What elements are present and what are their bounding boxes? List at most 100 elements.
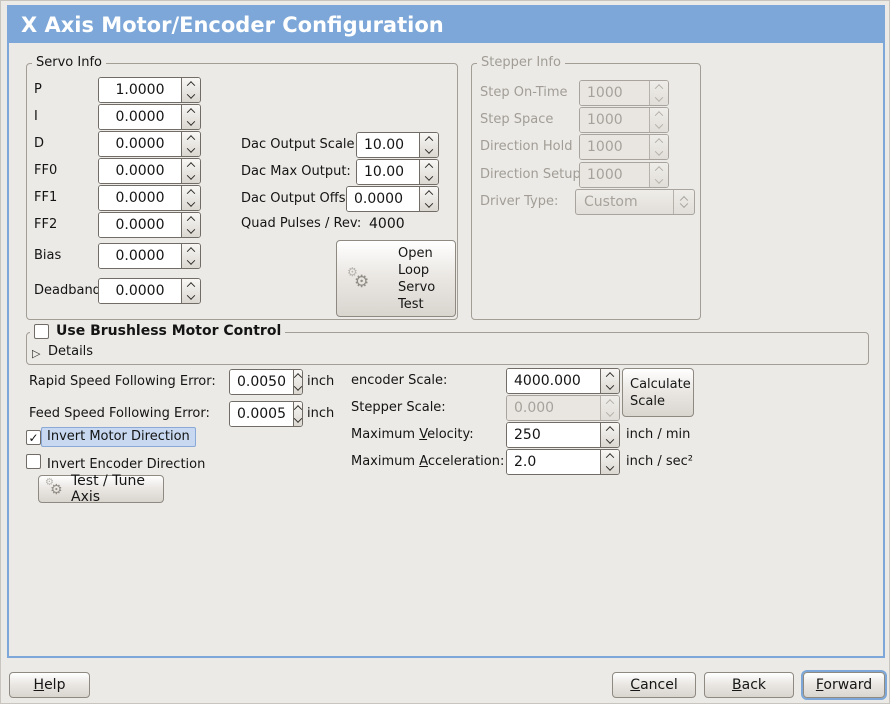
help-button[interactable]: Help	[9, 672, 90, 698]
d-spinbox[interactable]: 0.0000	[98, 131, 201, 157]
ff2-label: FF2	[34, 217, 58, 232]
bias-label: Bias	[34, 248, 62, 263]
spin-down-button[interactable]	[601, 381, 619, 393]
spin-down-button[interactable]	[294, 382, 302, 394]
spin-up-button[interactable]	[294, 402, 302, 414]
deadband-spinbox[interactable]: 0.0000	[98, 278, 201, 304]
i-value[interactable]: 0.0000	[99, 105, 181, 129]
spin-up-button[interactable]	[601, 369, 619, 381]
invert-motor-checkbox[interactable]: ✓	[26, 430, 41, 445]
spin-up-button[interactable]	[601, 450, 619, 462]
stepper-scale-spinbox: 0.000	[506, 395, 620, 421]
spin-down-button[interactable]	[601, 462, 619, 474]
ff0-value[interactable]: 0.0000	[99, 159, 181, 183]
dac-max-output-spinbox[interactable]: 10.00	[356, 159, 439, 185]
label-part: Maximum	[351, 427, 420, 442]
spin-buttons	[419, 187, 438, 211]
ff0-spinbox[interactable]: 0.0000	[98, 158, 201, 184]
maximum-acceleration-value[interactable]: 2.0	[507, 450, 600, 474]
spin-up-button[interactable]	[420, 133, 438, 145]
maximum-velocity-value[interactable]: 250	[507, 423, 600, 447]
step-space-spinbox: 1000	[579, 107, 669, 133]
rapid-speed-error-value[interactable]: 0.0050	[230, 370, 293, 394]
spin-up-button[interactable]	[294, 370, 302, 382]
spin-down-button[interactable]	[294, 414, 302, 426]
combo-arrows-icon	[673, 190, 694, 214]
step-on-time-spinbox: 1000	[579, 80, 669, 106]
spin-up-button[interactable]	[420, 160, 438, 172]
spin-down-button[interactable]	[420, 172, 438, 184]
spin-down-button	[650, 147, 668, 159]
spin-up-button[interactable]	[182, 105, 200, 117]
spin-down-button[interactable]	[182, 198, 200, 210]
open-loop-servo-test-button[interactable]: ⚙ ⚙ Open Loop Servo Test	[336, 240, 456, 317]
dac-output-offset-spinbox[interactable]: 0.0000	[346, 186, 439, 212]
spin-up-button[interactable]	[601, 423, 619, 435]
feed-speed-error-spinbox[interactable]: 0.0005	[229, 401, 303, 427]
spin-buttons	[419, 133, 438, 157]
spin-up-button[interactable]	[182, 132, 200, 144]
spin-down-button[interactable]	[420, 199, 438, 211]
dac-max-output-value[interactable]: 10.00	[357, 160, 419, 184]
p-spinbox[interactable]: 1.0000	[98, 77, 201, 103]
cancel-button[interactable]: Cancel	[612, 672, 696, 698]
spin-down-button[interactable]	[601, 435, 619, 447]
open-loop-button-label: Open Loop Servo Test	[398, 245, 435, 313]
spin-up-button	[650, 108, 668, 120]
encoder-scale-value[interactable]: 4000.000	[507, 369, 600, 393]
feed-speed-error-value[interactable]: 0.0005	[230, 402, 293, 426]
ff2-spinbox[interactable]: 0.0000	[98, 212, 201, 238]
feed-speed-error-label: Feed Speed Following Error:	[29, 406, 210, 421]
gear-small-icon: ⚙	[347, 265, 358, 279]
bias-spinbox[interactable]: 0.0000	[98, 243, 201, 269]
ff1-value[interactable]: 0.0000	[99, 186, 181, 210]
spin-up-button[interactable]	[182, 78, 200, 90]
spin-up-button[interactable]	[182, 159, 200, 171]
invert-motor-label[interactable]: Invert Motor Direction	[41, 427, 196, 447]
ff1-spinbox[interactable]: 0.0000	[98, 185, 201, 211]
spin-up-button[interactable]	[182, 213, 200, 225]
driver-type-value: Custom	[584, 194, 638, 210]
invert-encoder-checkbox[interactable]	[26, 454, 41, 469]
spin-down-button[interactable]	[182, 291, 200, 303]
spin-down-button[interactable]	[182, 225, 200, 237]
forward-button[interactable]: Forward	[803, 672, 885, 698]
rapid-speed-error-unit: inch	[307, 374, 335, 389]
i-spinbox[interactable]: 0.0000	[98, 104, 201, 130]
rapid-speed-error-spinbox[interactable]: 0.0050	[229, 369, 303, 395]
invert-encoder-label[interactable]: Invert Encoder Direction	[47, 457, 206, 472]
spin-buttons	[293, 402, 302, 426]
d-label: D	[34, 136, 45, 151]
spin-down-button[interactable]	[420, 145, 438, 157]
spin-up-button[interactable]	[182, 244, 200, 256]
details-expander-triangle-icon[interactable]: ▷	[32, 347, 41, 360]
p-value[interactable]: 1.0000	[99, 78, 181, 102]
spin-up-button[interactable]	[182, 186, 200, 198]
ff2-value[interactable]: 0.0000	[99, 213, 181, 237]
spin-down-button[interactable]	[182, 256, 200, 268]
spin-up-button[interactable]	[182, 279, 200, 291]
test-tune-axis-label: Test / Tune Axis	[71, 473, 145, 505]
spin-up-button[interactable]	[420, 187, 438, 199]
spin-down-button[interactable]	[182, 90, 200, 102]
maximum-velocity-spinbox[interactable]: 250	[506, 422, 620, 448]
spin-down-button[interactable]	[182, 171, 200, 183]
bias-value[interactable]: 0.0000	[99, 244, 181, 268]
details-expander-label[interactable]: Details	[48, 344, 94, 359]
spin-down-button[interactable]	[182, 117, 200, 129]
use-brushless-checkbox[interactable]	[34, 323, 49, 339]
dac-output-offset-value[interactable]: 0.0000	[347, 187, 419, 211]
mnemonic: H	[33, 677, 45, 693]
back-button[interactable]: Back	[704, 672, 794, 698]
deadband-value[interactable]: 0.0000	[99, 279, 181, 303]
dac-output-scale-value[interactable]: 10.00	[357, 133, 419, 157]
encoder-scale-spinbox[interactable]: 4000.000	[506, 368, 620, 394]
dac-output-scale-spinbox[interactable]: 10.00	[356, 132, 439, 158]
page-title: X Axis Motor/Encoder Configuration	[21, 13, 444, 37]
spin-down-button[interactable]	[182, 144, 200, 156]
d-value[interactable]: 0.0000	[99, 132, 181, 156]
spin-buttons	[600, 369, 619, 393]
maximum-acceleration-spinbox[interactable]: 2.0	[506, 449, 620, 475]
calculate-scale-button[interactable]: Calculate Scale	[622, 368, 694, 417]
test-tune-axis-button[interactable]: ⚙ ⚙ Test / Tune Axis	[38, 473, 164, 505]
